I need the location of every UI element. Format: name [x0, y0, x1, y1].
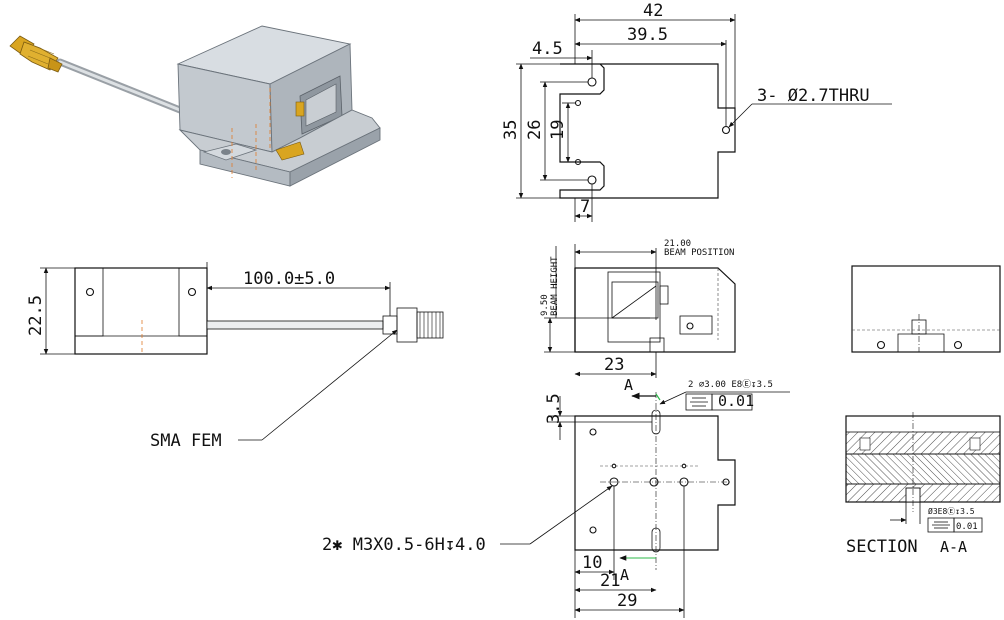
iso-sma-connector	[9, 35, 63, 73]
dim-35: 35	[501, 120, 521, 140]
flatness-value: 0.01	[718, 392, 754, 410]
dim-4-5: 4.5	[532, 39, 563, 59]
section-title: SECTION	[846, 537, 918, 557]
dim-7: 7	[580, 197, 590, 217]
dim-3-5: 3.5	[544, 393, 564, 424]
dim-22-5: 22.5	[26, 295, 46, 336]
thread-note: 2✱ M3X0.5-6H↧4.0	[322, 535, 486, 555]
front-view: 21.00 BEAM POSITION 9.50 BEAM HEIGHT 23	[540, 239, 736, 378]
sma-label: SMA FEM	[150, 431, 222, 451]
dim-19: 19	[548, 120, 568, 140]
beam-position-value: 21.00	[664, 239, 691, 249]
dim-21: 21	[600, 571, 620, 591]
section-marker-bottom: A	[620, 566, 629, 584]
dim-23: 23	[604, 355, 624, 375]
dim-26: 26	[525, 120, 545, 140]
section-view: Ø3E8Ⓔ↧3.5 0.01 SECTION A-A	[845, 412, 1001, 557]
top-hole-1	[587, 77, 597, 87]
dim-100: 100.0±5.0	[243, 269, 335, 289]
iso-view	[9, 25, 381, 187]
dim-42: 42	[643, 1, 663, 21]
holes-note: 3- Ø2.7THRU	[757, 86, 870, 106]
beam-position-label: BEAM POSITION	[664, 248, 734, 258]
dim-10: 10	[582, 553, 602, 573]
dim-39-5: 39.5	[627, 25, 668, 45]
top-hole-2	[587, 175, 597, 185]
beam-height-label: BEAM HEIGHT	[550, 256, 560, 316]
section-name: A-A	[940, 538, 967, 556]
section-flatness: 0.01	[956, 522, 978, 532]
section-note: Ø3E8Ⓔ↧3.5	[928, 506, 975, 516]
top-view: 42 39.5 4.5 35 26 19 7 3- Ø2.7THRU	[501, 1, 892, 222]
pin-note: 2 ⌀3.00 E8Ⓔ↧3.5	[688, 379, 773, 390]
section-marker-top: A	[624, 376, 633, 394]
side-view	[851, 265, 1001, 353]
dim-29: 29	[617, 591, 637, 611]
beam-height-value: 9.50	[540, 294, 550, 316]
left-view: 22.5 100.0±5.0 SMA FEM	[26, 262, 444, 451]
bottom-view: A A 3.5 2 ⌀3.00 E8Ⓔ↧3.5 0.01 2✱ M3X0.5-6…	[322, 376, 790, 618]
top-hole-3	[721, 125, 731, 135]
